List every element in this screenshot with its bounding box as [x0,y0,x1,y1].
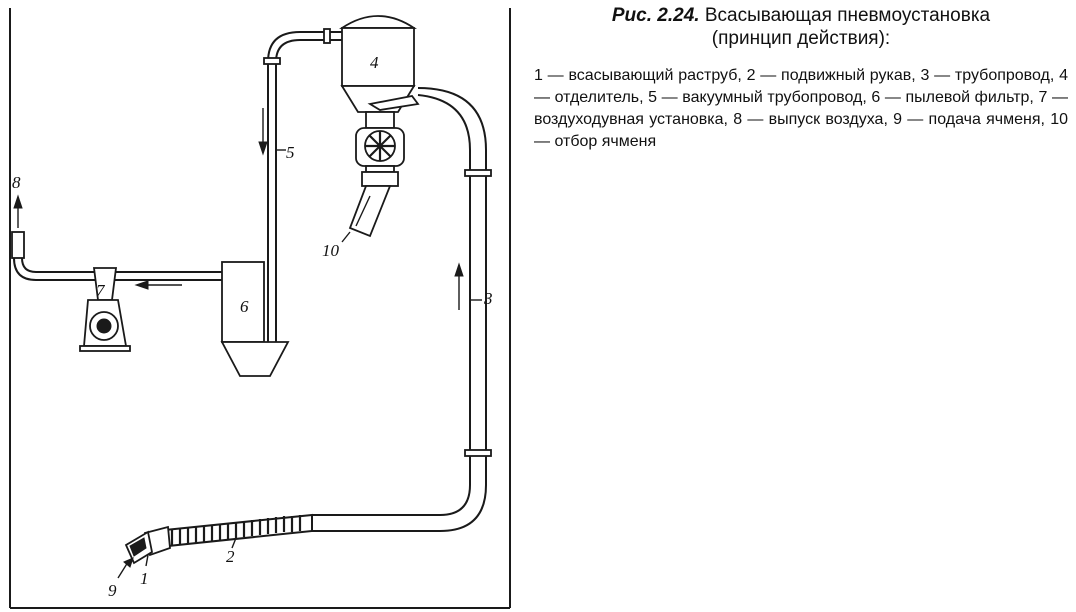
caption-figure-label: Рис. 2.24. [611,5,700,26]
label-4: 4 [370,53,379,72]
flow-arrow-left [134,280,182,290]
suction-nozzle-1 [124,525,171,565]
caption-title: Всасывающая пневмоустановка [704,5,991,26]
pipeline-3 [312,87,492,532]
rotary-sluice-gate [355,127,405,187]
label-8: 8 [12,173,21,192]
flow-arrow-up [454,262,464,310]
leader-10 [341,231,351,243]
leader-2 [231,537,237,549]
diagram-frame [9,8,511,609]
label-7: 7 [96,281,106,300]
label-9: 9 [108,581,117,600]
figure-caption: Рис. 2.24. Всасывающая пневмоустановка (… [534,4,1068,153]
label-3: 3 [483,289,493,308]
separator-4 [339,15,420,129]
dust-filter-6 [220,261,290,377]
caption-legend: 1 — всасывающий раструб, 2 — подвижный р… [534,67,1068,150]
label-10: 10 [322,241,340,260]
discharge-spout-10 [348,185,392,238]
label-1: 1 [140,569,149,588]
suction-pneumatic-installation-diagram: 3 2 1 9 4 10 [9,8,511,609]
leader-1 [145,554,149,567]
flexible-hose-2 [163,513,313,548]
vacuum-pipeline-5 [263,28,342,342]
air-outlet-arrow-8 [13,194,23,228]
air-duct [11,231,222,281]
feed-arrow-9 [117,557,134,579]
label-6: 6 [240,297,249,316]
label-2: 2 [226,547,235,566]
label-5: 5 [286,143,295,162]
caption-title-block: Рис. 2.24. Всасывающая пневмоустановка (… [534,4,1068,50]
caption-subtitle: (принцип действия): [711,28,891,49]
blower-unit-7 [79,267,131,352]
flow-arrow-down [258,108,268,156]
